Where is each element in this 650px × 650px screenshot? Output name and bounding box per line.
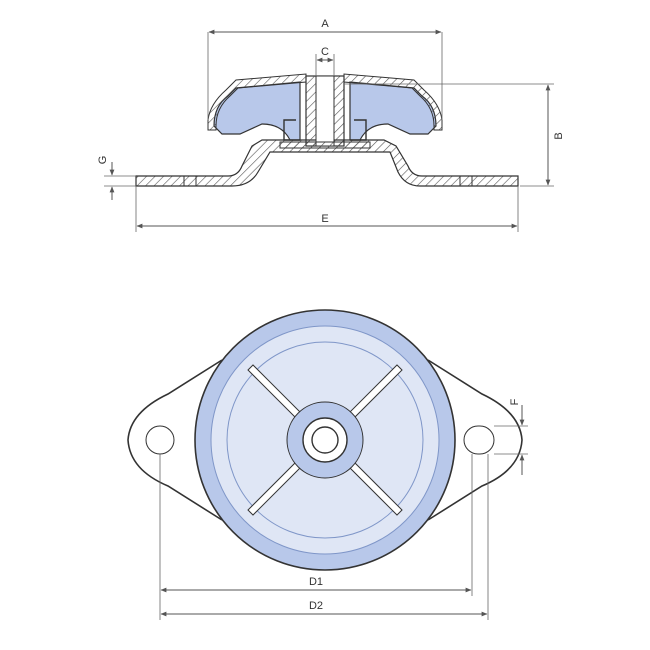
top-plan-view: F D1 D2 bbox=[127, 309, 528, 620]
dim-g-label: G bbox=[97, 156, 109, 165]
inner-hook-left bbox=[283, 119, 300, 141]
dim-a-label: A bbox=[321, 18, 329, 30]
side-section-view: A C B G E bbox=[97, 18, 565, 232]
inner-hook-right bbox=[350, 119, 367, 141]
center-bore-top bbox=[311, 426, 339, 454]
dim-d2-label: D2 bbox=[309, 600, 323, 612]
dim-d1-label: D1 bbox=[309, 576, 323, 588]
dim-e-label: E bbox=[321, 213, 328, 225]
dim-f-label: F bbox=[509, 398, 521, 405]
rubber-ring bbox=[226, 341, 424, 539]
center-bore bbox=[315, 75, 335, 147]
dim-c-label: C bbox=[321, 46, 329, 58]
flange-outline bbox=[127, 359, 523, 521]
dim-b-label: B bbox=[553, 132, 565, 139]
base-plate bbox=[135, 139, 519, 187]
lower-washer bbox=[279, 141, 371, 149]
mounting-hole-left bbox=[145, 425, 175, 455]
mounting-slot-right bbox=[463, 425, 495, 455]
